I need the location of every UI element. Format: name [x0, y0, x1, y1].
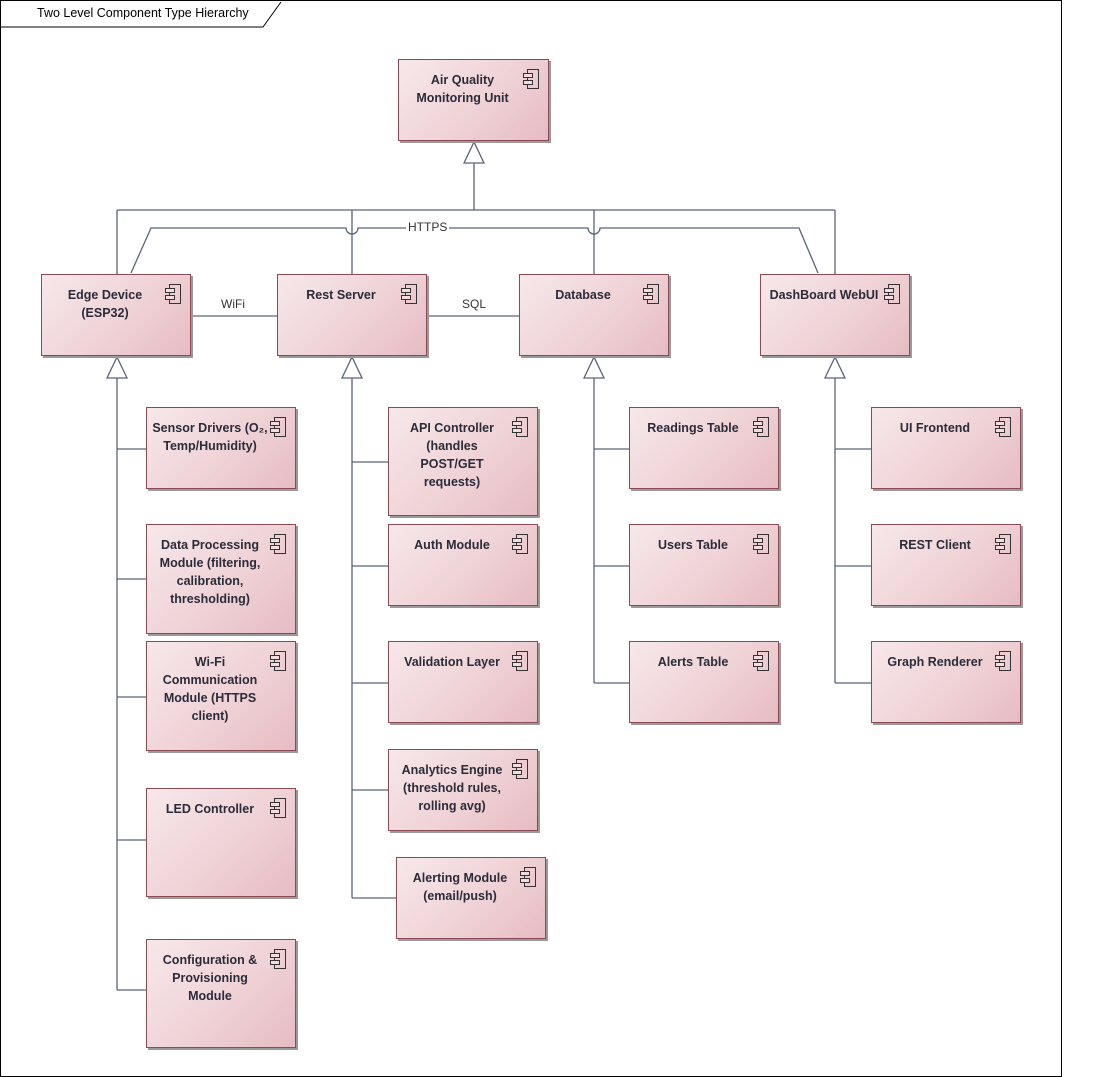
component-rest-client[interactable]: REST Client — [871, 524, 1021, 606]
component-edge-device[interactable]: Edge Device (ESP32) — [41, 274, 191, 356]
component-ui-frontend[interactable]: UI Frontend — [871, 407, 1021, 489]
component-label: LED Controller — [165, 802, 255, 816]
component-label: Analytics Engine (threshold rules, rolli… — [401, 763, 503, 813]
wifi-label: WiFi — [219, 297, 247, 311]
component-icon — [753, 651, 769, 671]
component-database[interactable]: Database — [519, 274, 669, 356]
component-alerts-table[interactable]: Alerts Table — [629, 641, 779, 723]
component-air-quality-monitoring-unit[interactable]: Air Quality Monitoring Unit — [398, 59, 549, 141]
component-icon — [165, 284, 181, 304]
component-wifi-communication-module[interactable]: Wi-Fi Communication Module (HTTPS client… — [146, 641, 296, 751]
component-label: DashBoard WebUI — [769, 288, 879, 302]
db-generalization-arrow — [582, 355, 606, 379]
sql-label: SQL — [460, 297, 489, 311]
component-icon — [270, 417, 286, 437]
component-icon — [401, 284, 417, 304]
component-validation-layer[interactable]: Validation Layer — [388, 641, 538, 723]
https-connector — [130, 227, 819, 274]
component-label: UI Frontend — [899, 421, 971, 435]
component-users-table[interactable]: Users Table — [629, 524, 779, 606]
component-icon — [995, 417, 1011, 437]
title-tab — [1, 1, 282, 28]
component-label: REST Client — [899, 538, 971, 552]
component-rest-server[interactable]: Rest Server — [277, 274, 427, 356]
component-auth-module[interactable]: Auth Module — [388, 524, 538, 606]
component-label: Alerting Module (email/push) — [412, 871, 508, 903]
component-icon — [512, 534, 528, 554]
component-readings-table[interactable]: Readings Table — [629, 407, 779, 489]
component-icon — [270, 949, 286, 969]
component-label: Sensor Drivers (O₂, Temp/Humidity) — [152, 421, 268, 453]
component-data-processing-module[interactable]: Data Processing Module (filtering, calib… — [146, 524, 296, 634]
rest-generalization-arrow — [340, 355, 364, 379]
component-alerting-module[interactable]: Alerting Module (email/push) — [396, 857, 546, 939]
component-icon — [270, 651, 286, 671]
component-label: API Controller (handles POST/GET request… — [409, 421, 495, 489]
component-label: Database — [555, 288, 611, 302]
component-icon — [753, 417, 769, 437]
diagram-title: Two Level Component Type Hierarchy — [37, 6, 249, 20]
component-icon — [995, 651, 1011, 671]
component-graph-renderer[interactable]: Graph Renderer — [871, 641, 1021, 723]
component-label: Edge Device (ESP32) — [67, 288, 143, 320]
edge-generalization-arrow — [105, 355, 129, 379]
component-label: Configuration & Provisioning Module — [162, 953, 258, 1003]
component-icon — [884, 284, 900, 304]
component-dashboard-webui[interactable]: DashBoard WebUI — [760, 274, 910, 356]
component-label: Air Quality Monitoring Unit — [416, 73, 509, 105]
component-label: Wi-Fi Communication Module (HTTPS client… — [162, 655, 258, 723]
component-led-controller[interactable]: LED Controller — [146, 788, 296, 897]
component-sensor-drivers[interactable]: Sensor Drivers (O₂, Temp/Humidity) — [146, 407, 296, 489]
component-icon — [512, 651, 528, 671]
component-configuration-provisioning-module[interactable]: Configuration & Provisioning Module — [146, 939, 296, 1048]
component-icon — [643, 284, 659, 304]
component-label: Users Table — [658, 538, 728, 552]
component-icon — [270, 798, 286, 818]
component-label: Graph Renderer — [887, 655, 983, 669]
dash-generalization-arrow — [823, 355, 847, 379]
component-icon — [512, 417, 528, 437]
component-label: Data Processing Module (filtering, calib… — [159, 538, 261, 606]
component-label: Auth Module — [414, 538, 490, 552]
component-label: Readings Table — [647, 421, 739, 435]
component-icon — [995, 534, 1011, 554]
root-generalization-arrow — [462, 140, 486, 164]
component-icon — [512, 759, 528, 779]
component-label: Rest Server — [306, 288, 376, 302]
component-icon — [753, 534, 769, 554]
component-icon — [523, 69, 539, 89]
component-api-controller[interactable]: API Controller (handles POST/GET request… — [388, 407, 538, 516]
component-icon — [520, 867, 536, 887]
component-icon — [270, 534, 286, 554]
component-label: Alerts Table — [657, 655, 729, 669]
https-label: HTTPS — [406, 220, 450, 234]
component-label: Validation Layer — [404, 655, 500, 669]
component-analytics-engine[interactable]: Analytics Engine (threshold rules, rolli… — [388, 749, 538, 831]
